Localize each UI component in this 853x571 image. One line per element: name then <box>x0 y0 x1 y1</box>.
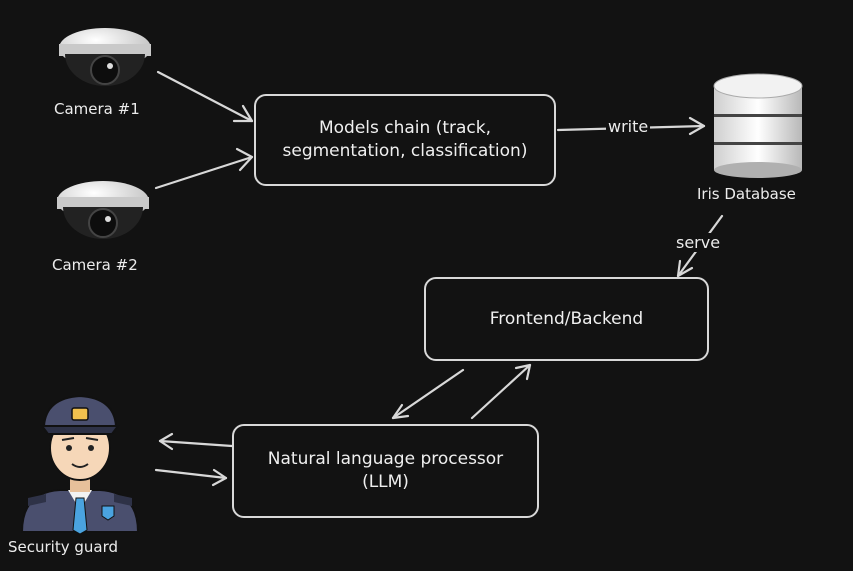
edge-camera2-models <box>154 155 254 190</box>
camera1-label: Camera #1 <box>54 100 140 118</box>
dome-camera-icon <box>59 28 151 86</box>
edge-label-write: write <box>606 117 651 136</box>
edge-label-serve: serve <box>674 233 723 252</box>
edge-guard-nlp <box>154 468 228 480</box>
guard-label: Security guard <box>8 538 119 556</box>
nlp-label-line1: Natural language processor <box>267 449 504 469</box>
database-icon <box>713 73 803 178</box>
models-chain-box: Models chain (track, segmentation, class… <box>254 94 556 186</box>
frontend-backend-label: Frontend/Backend <box>489 308 644 329</box>
database-label: Iris Database <box>697 185 796 203</box>
models-chain-label-line1: Models chain (track, <box>318 118 492 138</box>
edge-nlp-guard <box>158 439 234 448</box>
edge-nlp-frontend <box>470 363 532 420</box>
frontend-backend-box: Frontend/Backend <box>424 277 709 361</box>
models-chain-label-line2: segmentation, classification) <box>282 141 528 161</box>
dome-camera-icon <box>57 181 149 239</box>
camera2-label: Camera #2 <box>52 256 138 274</box>
edge-frontend-nlp <box>391 368 465 420</box>
nlp-box: Natural language processor (LLM) <box>232 424 539 518</box>
nlp-label-line2: (LLM) <box>362 472 409 492</box>
security-guard-icon <box>20 394 140 535</box>
edge-camera1-models <box>156 70 254 123</box>
